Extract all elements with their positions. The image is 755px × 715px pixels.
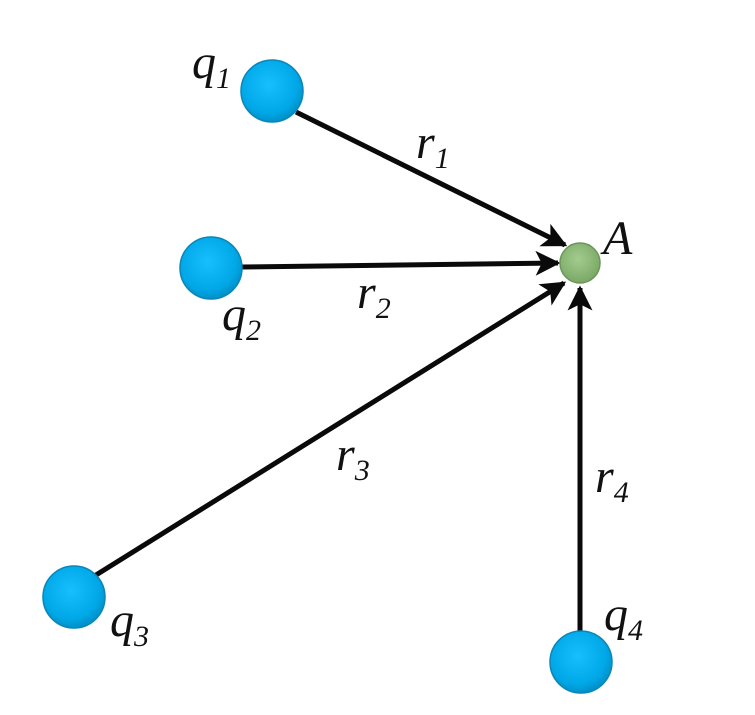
charge-q3 [42,565,106,629]
charge-label-q2: q2 [222,288,261,347]
charge-q4 [549,630,613,694]
charge-q1 [240,59,304,123]
distance-label-r1: r1 [416,116,450,175]
charge-label-q3: q3 [110,594,149,653]
point-label-A: A [600,212,633,265]
distance-label-r4: r4 [595,450,629,509]
distance-label-r2: r2 [357,266,391,325]
charge-label-q4: q4 [604,588,643,647]
distance-line-r3 [94,280,567,578]
point-A [559,242,601,284]
distance-line-r1 [294,109,568,248]
charge-q2 [179,236,243,300]
distance-label-r3: r3 [336,428,370,487]
charge-label-q1: q1 [192,36,231,95]
distance-line-r2 [241,250,561,276]
